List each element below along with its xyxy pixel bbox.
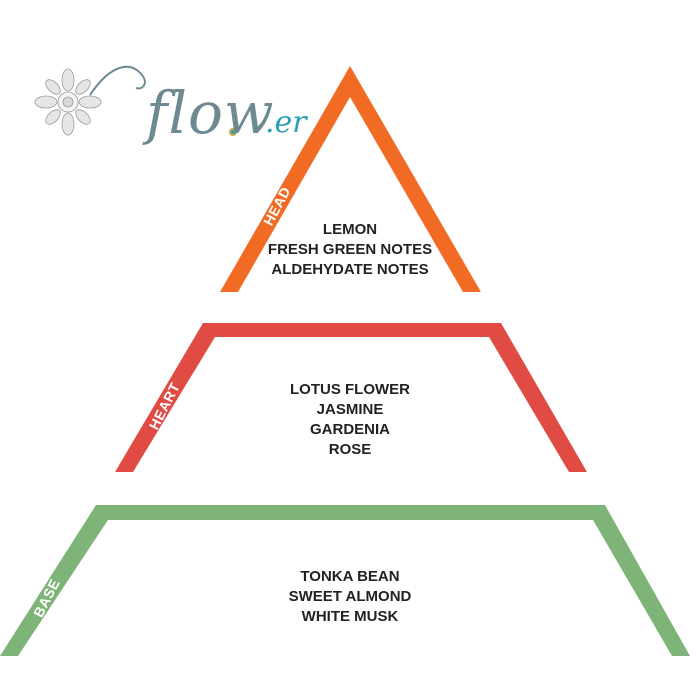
base-note-item: TONKA BEAN bbox=[300, 568, 400, 585]
base-notes-list: TONKA BEAN SWEET ALMOND WHITE MUSK bbox=[230, 567, 470, 627]
heart-note-item: JASMINE bbox=[316, 401, 384, 418]
head-note-item: FRESH GREEN NOTES bbox=[267, 241, 433, 258]
heart-note-item: ROSE bbox=[328, 441, 372, 458]
head-tier-shape bbox=[220, 66, 481, 292]
snowflake-jewel-icon bbox=[34, 65, 237, 136]
logo-wordmark: flow bbox=[146, 79, 275, 147]
logo-suffix: .er bbox=[265, 105, 307, 140]
base-note-item: SWEET ALMOND bbox=[288, 588, 412, 605]
heart-note-item: GARDENIA bbox=[309, 421, 390, 438]
heart-notes-list: LOTUS FLOWER JASMINE GARDENIA ROSE bbox=[230, 380, 470, 460]
brand-logo: flow .er bbox=[20, 40, 310, 147]
head-notes-list: LEMON FRESH GREEN NOTES ALDEHYDATE NOTES bbox=[250, 220, 450, 280]
heart-note-item: LOTUS FLOWER bbox=[290, 381, 410, 398]
head-note-item: ALDEHYDATE NOTES bbox=[271, 261, 429, 278]
head-note-item: LEMON bbox=[322, 221, 378, 238]
base-note-item: WHITE MUSK bbox=[301, 608, 399, 625]
